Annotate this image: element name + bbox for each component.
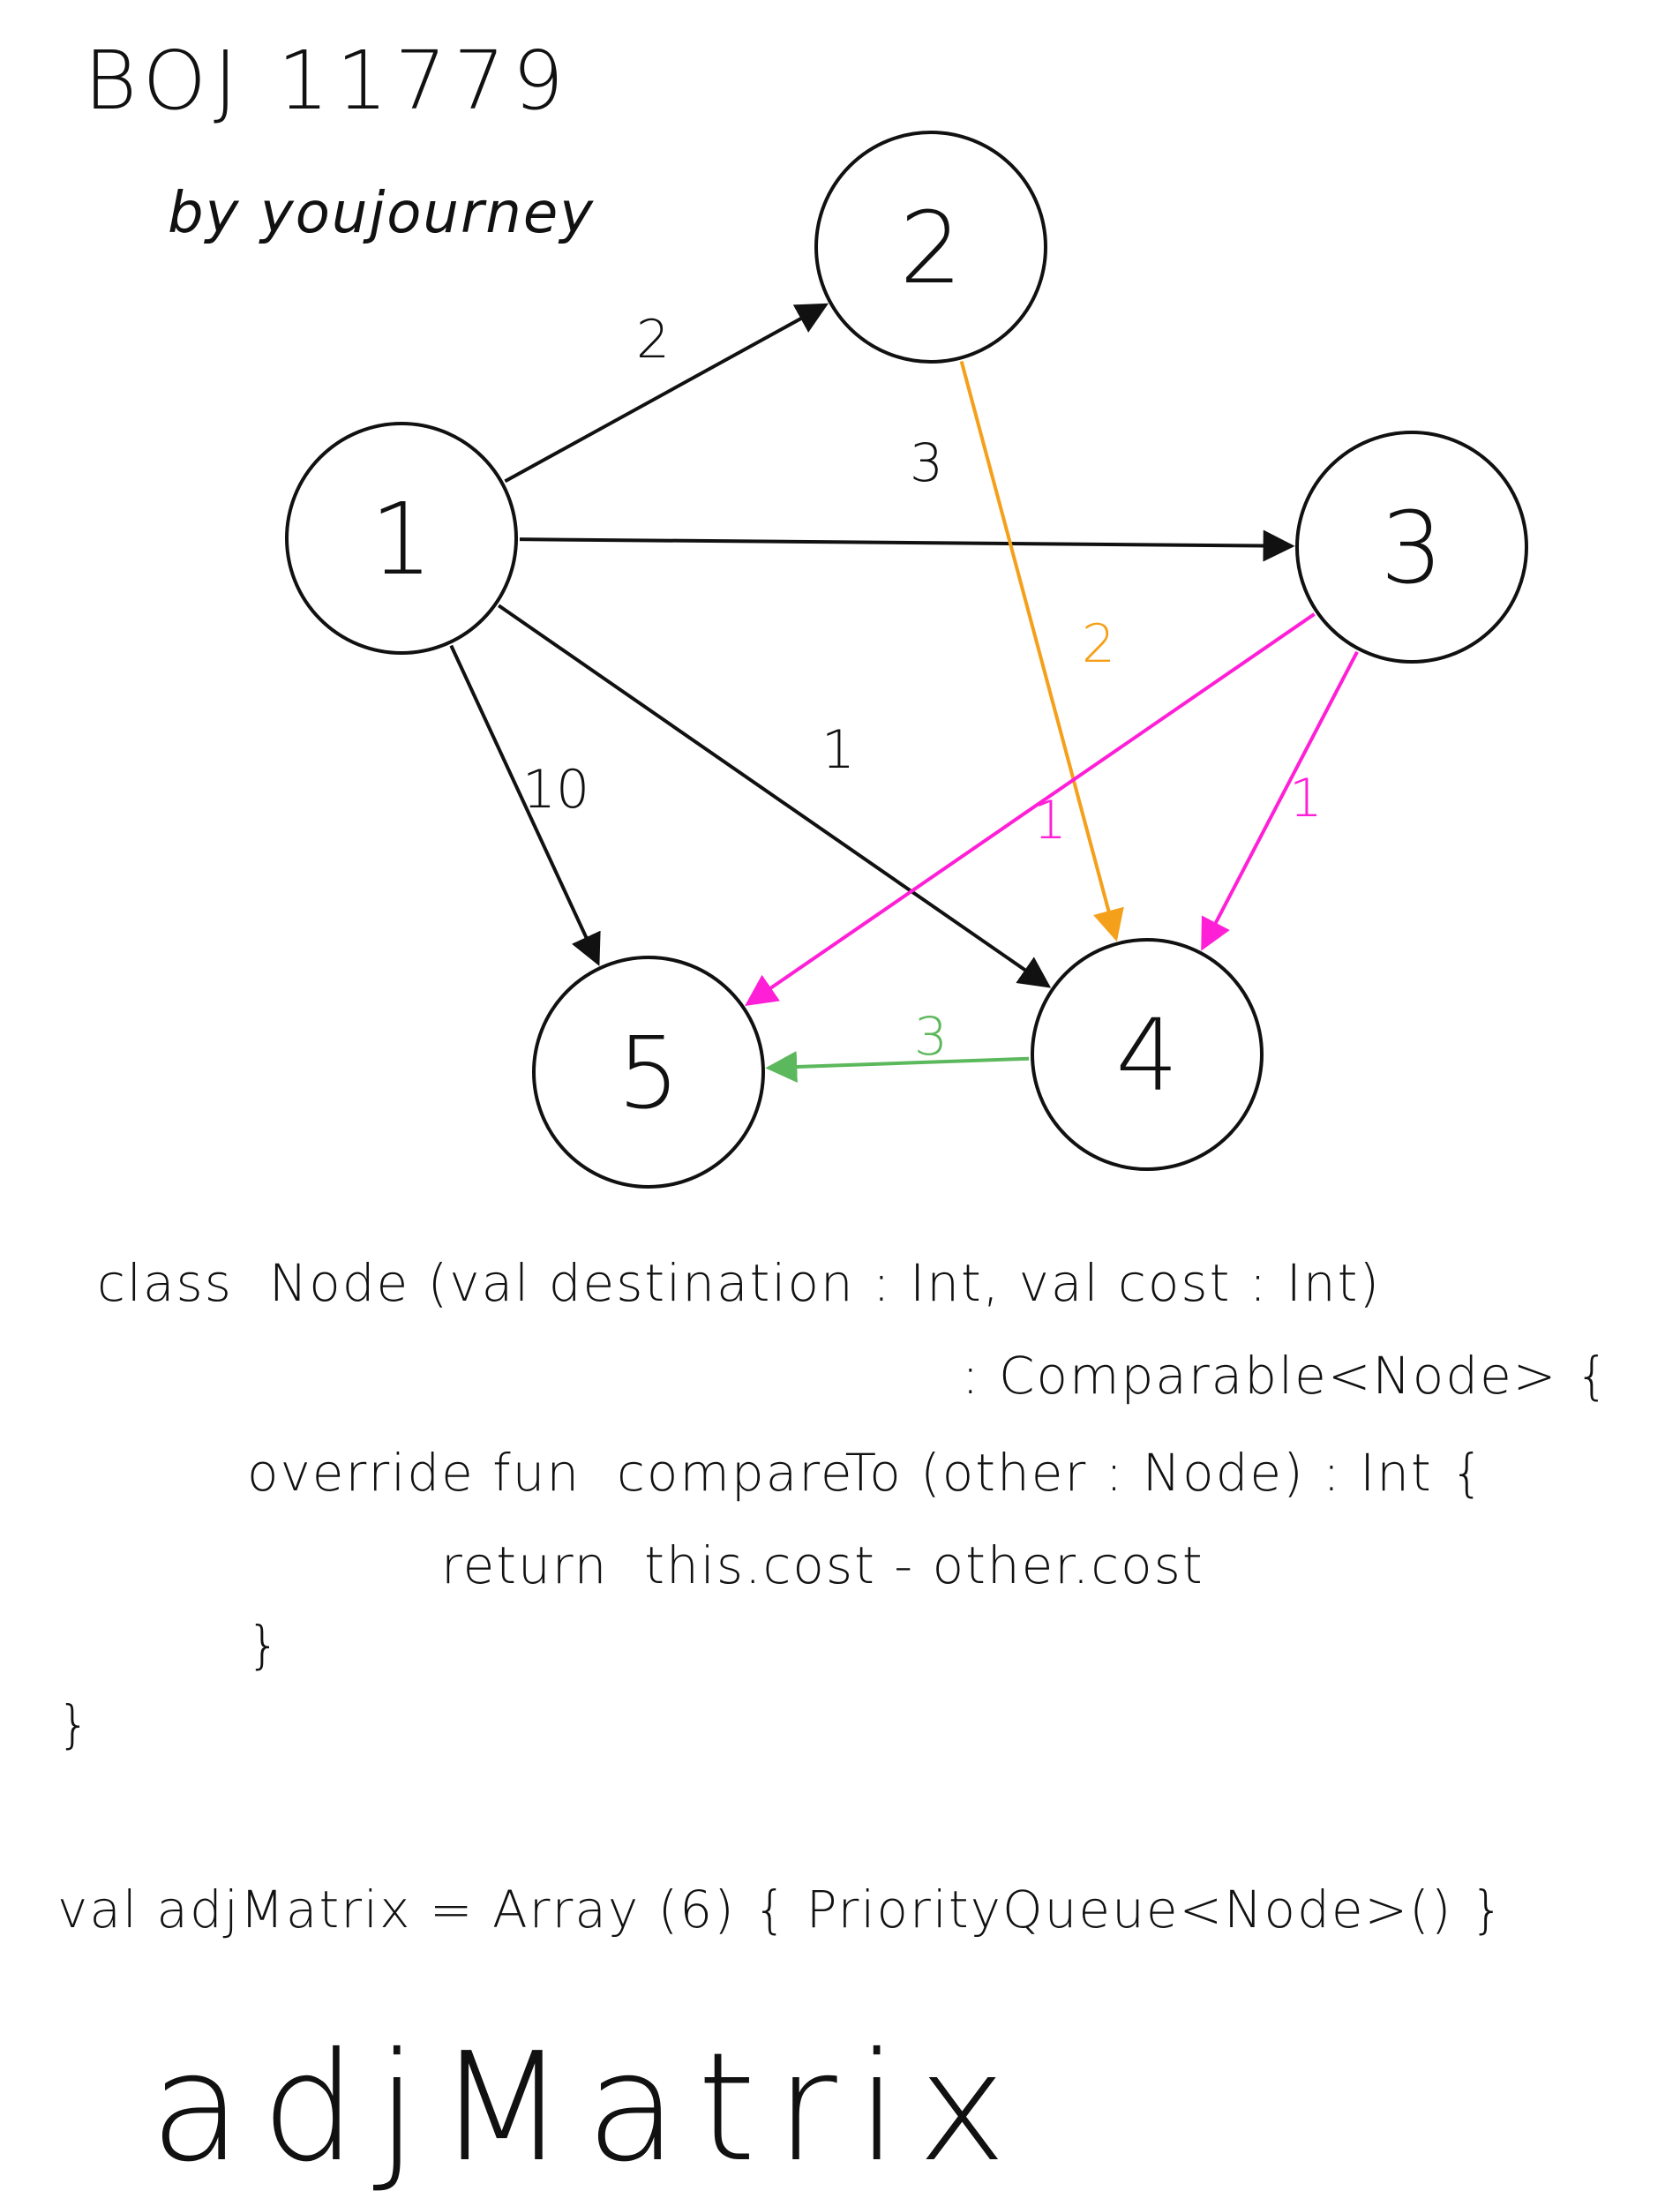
node-label-3: 3 bbox=[1380, 491, 1443, 606]
node-2 bbox=[814, 131, 1047, 364]
edge-2-4 bbox=[959, 360, 1124, 942]
code-line-adjmatrix: val adjMatrix = Array (6) { PriorityQueu… bbox=[57, 1880, 1505, 1940]
edge-4-5 bbox=[765, 1051, 1030, 1084]
edge-weight-1-5: 10 bbox=[522, 759, 589, 821]
edge-weight-3-5: 1 bbox=[1033, 790, 1067, 852]
edge-weight-3-4: 1 bbox=[1289, 768, 1323, 829]
author-line: by youjourney bbox=[168, 181, 596, 246]
edge-weight-4-5: 3 bbox=[914, 1006, 948, 1068]
node-5 bbox=[532, 956, 765, 1189]
edge-weight-1-4: 1 bbox=[821, 719, 855, 781]
node-label-1: 1 bbox=[370, 483, 432, 597]
code-line-class-decl: class Node (val destination : Int, val c… bbox=[97, 1253, 1381, 1313]
node-label-2: 2 bbox=[899, 191, 962, 306]
code-line-override: override fun compareTo (other : Node) : … bbox=[247, 1443, 1486, 1503]
node-label-4: 4 bbox=[1115, 999, 1178, 1114]
code-line-close-class: } bbox=[57, 1694, 92, 1754]
code-line-comparable: : Comparable<Node> { bbox=[962, 1346, 1610, 1406]
edge-1-2 bbox=[504, 303, 829, 484]
node-1 bbox=[285, 422, 518, 655]
big-handwritten-word: adjMatrix bbox=[150, 2021, 1026, 2195]
edge-weight-2-4: 2 bbox=[1082, 613, 1115, 675]
node-4 bbox=[1031, 938, 1264, 1171]
node-label-5: 5 bbox=[617, 1017, 679, 1131]
edge-weight-1-2: 2 bbox=[636, 309, 670, 371]
code-line-close-fun: } bbox=[247, 1615, 281, 1675]
node-3 bbox=[1295, 431, 1528, 664]
edge-1-5 bbox=[449, 644, 601, 966]
edge-3-5 bbox=[745, 612, 1316, 1006]
edge-3-4 bbox=[1201, 650, 1359, 951]
code-line-return: return this.cost - other.cost bbox=[441, 1535, 1204, 1595]
edge-1-3 bbox=[519, 529, 1295, 562]
edge-weight-1-3: 3 bbox=[910, 432, 943, 494]
diagram-title: BOJ 11779 bbox=[84, 34, 572, 128]
edge-1-4 bbox=[498, 604, 1052, 988]
